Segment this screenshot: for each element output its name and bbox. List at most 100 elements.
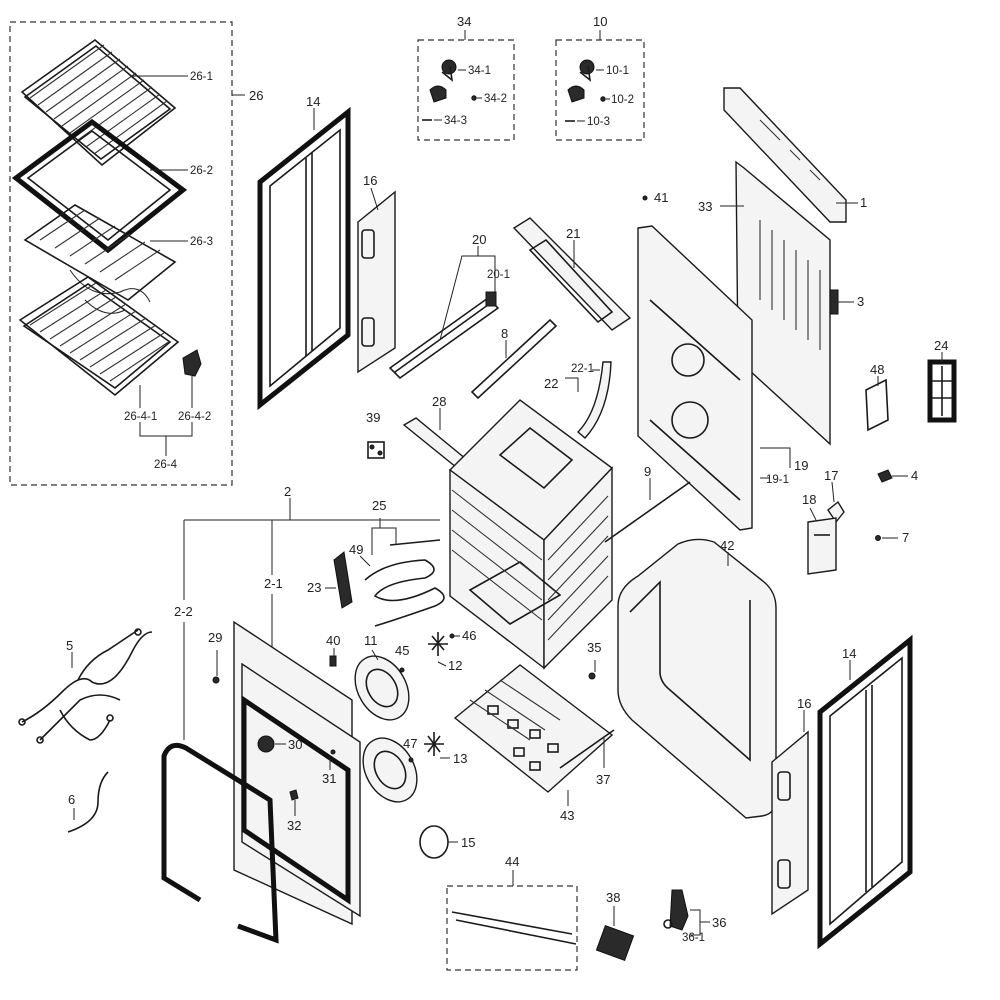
screw-47[interactable]: 47 [403, 736, 417, 763]
fan-motor-15[interactable]: 15 [419, 825, 475, 859]
label-5: 5 [66, 638, 73, 653]
screw-35[interactable]: 35 [587, 640, 601, 680]
broil-element-20[interactable]: 20 20-1 [388, 232, 510, 380]
top-bracket-21[interactable]: 21 [512, 217, 632, 331]
bake-element-25[interactable]: 25 49 [349, 498, 445, 627]
label-26-4-2: 26-4-2 [178, 411, 211, 423]
sensor-40[interactable]: 40 [326, 633, 340, 667]
screw-41[interactable] [642, 195, 648, 201]
label-14-left: 14 [306, 94, 320, 109]
wire-6[interactable]: 6 [67, 771, 109, 833]
broil-insert-26-3[interactable] [23, 204, 177, 314]
rack-clip-26-4-2[interactable] [182, 349, 202, 377]
door-frame-2-1[interactable] [233, 620, 361, 926]
bracket-10-1-alt[interactable] [567, 85, 585, 103]
broil-pan-26-2[interactable] [11, 118, 188, 254]
label-34-2: 34-2 [484, 93, 507, 105]
door-assembly-2[interactable]: 2 2-1 2-2 [174, 484, 440, 740]
label-19: 19 [794, 458, 808, 473]
bottom-frame-43[interactable]: 43 [453, 664, 614, 823]
hinge-part-34-1[interactable] [441, 59, 457, 82]
door-gasket-2-2[interactable] [161, 742, 279, 944]
label-16-left: 16 [363, 173, 377, 188]
label-2: 2 [284, 484, 291, 499]
screw-10-2[interactable] [600, 96, 606, 102]
duct-22[interactable]: 22 22-1 [544, 361, 612, 439]
rail-37[interactable]: 37 [559, 729, 615, 787]
switch-17[interactable]: 17 [824, 468, 845, 524]
label-20-1: 20-1 [487, 269, 510, 281]
wire-harness-5[interactable]: 5 [18, 628, 153, 744]
rack-kit-group: 26-1 26-2 26-3 26-4-1 26-4-2 26-4 26 [9, 21, 263, 486]
trim-strip-44[interactable] [451, 911, 577, 945]
screw-45[interactable]: 45 [395, 643, 409, 673]
label-29: 29 [208, 630, 222, 645]
label-36: 36 [712, 915, 726, 930]
parts-kit-10: 10 10-1 10-2 10-3 [555, 14, 645, 141]
sensor-39[interactable]: 39 [366, 410, 385, 459]
bracket-34-1-alt[interactable] [429, 85, 447, 103]
oven-rack-26-1[interactable] [20, 38, 177, 167]
label-23: 23 [307, 580, 321, 595]
label-26-1: 26-1 [190, 71, 213, 83]
screw-46[interactable]: 46 [449, 628, 476, 643]
screw-34-2[interactable] [471, 95, 477, 101]
hinge-part-10-1[interactable] [579, 59, 595, 82]
rear-frame-19[interactable]: 19 19-1 [637, 225, 808, 531]
label-45: 45 [395, 643, 409, 658]
bracket-3[interactable]: 3 [829, 289, 864, 315]
label-19-1: 19-1 [766, 474, 789, 486]
label-20: 20 [472, 232, 486, 247]
label-9: 9 [644, 464, 651, 479]
parts-kit-44: 44 [446, 854, 578, 971]
label-17: 17 [824, 468, 838, 483]
rail-8[interactable]: 8 [470, 318, 558, 400]
back-cover-1[interactable]: 1 [723, 87, 867, 223]
label-31: 31 [322, 771, 336, 786]
screw-29[interactable]: 29 [208, 630, 222, 684]
hinge-36[interactable]: 36 36-1 [663, 889, 726, 944]
clip-4[interactable]: 4 [877, 468, 918, 483]
label-10-3: 10-3 [587, 116, 610, 128]
screw-7[interactable]: 7 [875, 530, 910, 545]
element-bracket-23[interactable]: 23 [307, 551, 353, 609]
label-8: 8 [501, 326, 508, 341]
label-39: 39 [366, 410, 380, 425]
label-34: 34 [457, 14, 471, 29]
label-4: 4 [911, 468, 918, 483]
label-7: 7 [902, 530, 909, 545]
side-panel-14-left[interactable]: 14 [257, 94, 351, 411]
label-33: 33 [698, 199, 712, 214]
rod-9[interactable]: 9 [604, 464, 691, 543]
spring-38[interactable]: 38 [595, 890, 635, 961]
label-14-right: 14 [842, 646, 856, 661]
label-35: 35 [587, 640, 601, 655]
label-26-2: 26-2 [190, 165, 213, 177]
oven-rack-26-4-1[interactable] [18, 276, 180, 397]
label-34-3: 34-3 [444, 115, 467, 127]
label-43: 43 [560, 808, 574, 823]
oven-cavity[interactable] [448, 399, 614, 670]
label-26-3: 26-3 [190, 236, 213, 248]
hinge-31[interactable]: 31 [322, 749, 336, 786]
label-42: 42 [720, 538, 734, 553]
knob-30[interactable]: 30 [257, 735, 302, 753]
parts-kit-34: 34 34-1 34-2 34-3 [417, 14, 515, 141]
screw-32[interactable]: 32 [287, 789, 301, 833]
label-6: 6 [68, 792, 75, 807]
control-board-18[interactable]: 18 [802, 492, 837, 575]
label-47: 47 [403, 736, 417, 751]
side-bracket-16-left[interactable]: 16 [357, 173, 396, 374]
convection-cover-11[interactable]: 11 [344, 633, 420, 729]
fan-blade-12[interactable]: 12 [428, 632, 462, 673]
label-22-1: 22-1 [571, 363, 594, 375]
insulation-42[interactable]: 42 [617, 538, 777, 819]
label-2-2: 2-2 [174, 604, 193, 619]
side-bracket-16-right[interactable]: 16 [771, 696, 811, 916]
label-10-1: 10-1 [606, 65, 629, 77]
fan-blade-13[interactable]: 13 [424, 732, 467, 766]
label-plate-48[interactable]: 48 [865, 362, 889, 432]
filter-24[interactable]: 24 [927, 338, 957, 423]
label-24: 24 [934, 338, 948, 353]
side-panel-14-right[interactable]: 14 [817, 634, 913, 950]
